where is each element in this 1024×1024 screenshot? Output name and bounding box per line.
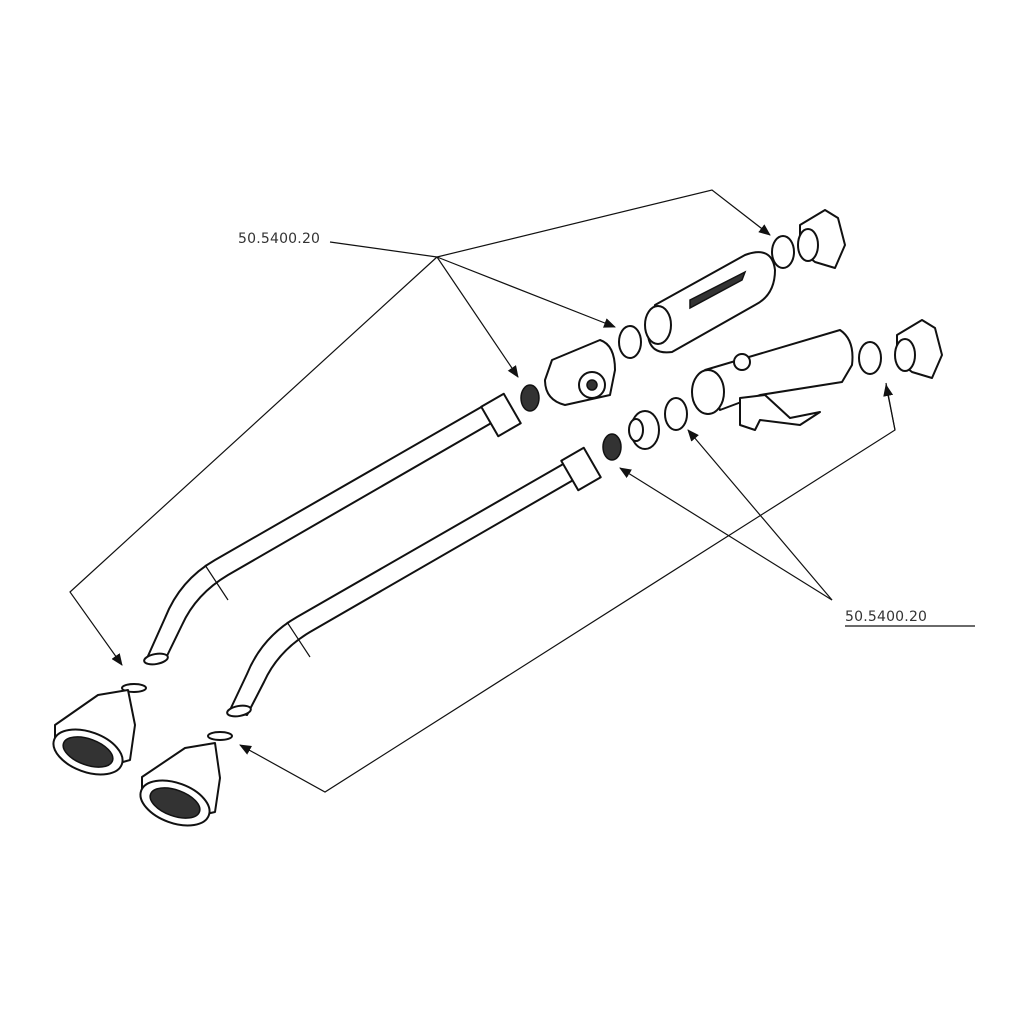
leader-lines-top <box>69 189 771 666</box>
handle-grip <box>644 251 776 354</box>
part-number-label-bottom: 50.5400.20 <box>845 609 928 625</box>
quick-coupler-bottom <box>894 319 943 379</box>
small-o-ring <box>207 731 233 741</box>
o-ring <box>858 341 882 375</box>
lower-lance-tube <box>226 446 602 718</box>
nipple-fitting <box>628 410 660 450</box>
quick-coupler-top <box>797 209 846 269</box>
part-number-label-top: 50.5400.20 <box>238 231 321 247</box>
nozzle-cap-left <box>52 689 136 776</box>
washer <box>520 384 540 412</box>
o-ring <box>664 397 688 431</box>
o-ring <box>618 325 642 359</box>
trigger-gun <box>691 329 854 431</box>
upper-lance-tube <box>143 392 522 666</box>
washer <box>602 433 622 461</box>
o-ring <box>771 235 795 269</box>
nozzle-cap-right <box>139 742 221 827</box>
valve-body <box>544 339 616 406</box>
